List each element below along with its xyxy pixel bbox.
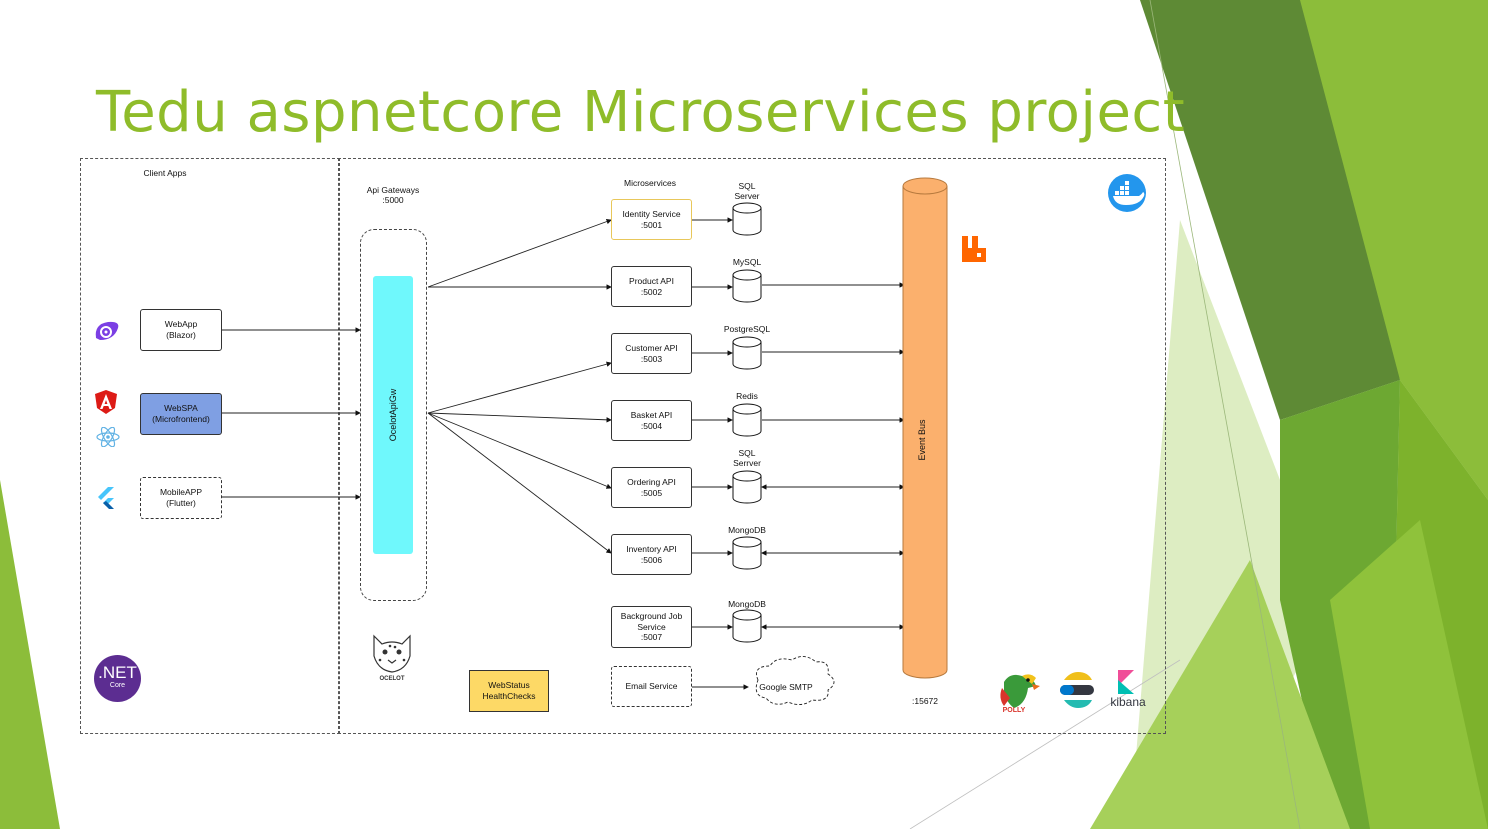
elastic-icon xyxy=(1060,672,1094,708)
gateway-name: OcelotApiGw xyxy=(388,388,398,442)
ocelot-gateway-bar xyxy=(373,276,413,554)
client-webspa-box: WebSPA (Microfrontend) xyxy=(140,393,222,435)
product-api-box: Product API :5002 xyxy=(611,266,692,307)
inventory-api-box: Inventory API :5006 xyxy=(611,534,692,575)
db-label-product: MySQL xyxy=(732,257,762,267)
ordering-api-box: Ordering API :5005 xyxy=(611,467,692,508)
polly-text: POLLY xyxy=(1003,707,1026,714)
event-bus-label: Event Bus xyxy=(917,419,927,461)
docker-icon xyxy=(1108,174,1146,212)
api-gateways-label: Api Gateways :5000 xyxy=(366,185,420,206)
db-label-inventory: MongoDB xyxy=(728,525,766,535)
api-gateway-container xyxy=(360,229,427,601)
db-cylinder xyxy=(732,609,762,643)
client-webapp-box: WebApp (Blazor) xyxy=(140,309,222,351)
services-region xyxy=(338,158,1166,734)
flutter-icon xyxy=(98,487,114,509)
client-apps-region xyxy=(80,158,340,734)
db-cylinder xyxy=(732,470,762,504)
ocelot-text: OCELOT xyxy=(380,676,405,682)
polly-icon: POLLY xyxy=(1000,674,1040,714)
db-cylinder xyxy=(732,536,762,570)
db-cylinder xyxy=(732,403,762,437)
angular-icon xyxy=(95,390,117,414)
react-icon xyxy=(96,427,120,447)
db-label-identity: SQL Server xyxy=(734,181,760,201)
client-apps-label: Client Apps xyxy=(143,168,187,178)
rabbitmq-icon xyxy=(962,236,986,262)
kibana-text: kibana xyxy=(1110,695,1146,709)
db-label-customer: PostgreSQL xyxy=(723,324,771,334)
dotnet-sub-text: Core xyxy=(109,682,126,689)
slide-title: Tedu aspnetcore Microservices project xyxy=(96,80,1186,145)
ocelot-icon: OCELOT xyxy=(373,634,411,682)
db-cylinder xyxy=(732,269,762,303)
google-smtp-label: Google SMTP xyxy=(759,682,813,692)
kibana-icon xyxy=(1118,670,1134,694)
client-mobile-box: MobileAPP (Flutter) xyxy=(140,477,222,519)
db-cylinder xyxy=(732,336,762,370)
db-label-ordering: SQL Serrver xyxy=(733,448,761,468)
db-label-background: MongoDB xyxy=(728,599,766,609)
db-label-basket: Redis xyxy=(736,391,758,401)
dotnet-text: .NET xyxy=(98,663,137,682)
event-bus-port: :15672 xyxy=(912,696,938,706)
webstatus-box: WebStatus HealthChecks xyxy=(469,670,549,712)
background-job-service-box: Background Job Service :5007 xyxy=(611,606,692,648)
microservices-label: Microservices xyxy=(624,178,676,188)
blazor-icon xyxy=(95,321,119,340)
dotnet-core-icon: .NET Core xyxy=(94,655,141,702)
event-bus-cylinder xyxy=(902,177,948,679)
customer-api-box: Customer API :5003 xyxy=(611,333,692,374)
email-service-box: Email Service xyxy=(611,666,692,707)
basket-api-box: Basket API :5004 xyxy=(611,400,692,441)
identity-service-box: Identity Service :5001 xyxy=(611,199,692,240)
db-cylinder xyxy=(732,202,762,236)
google-smtp-cloud xyxy=(755,656,835,705)
